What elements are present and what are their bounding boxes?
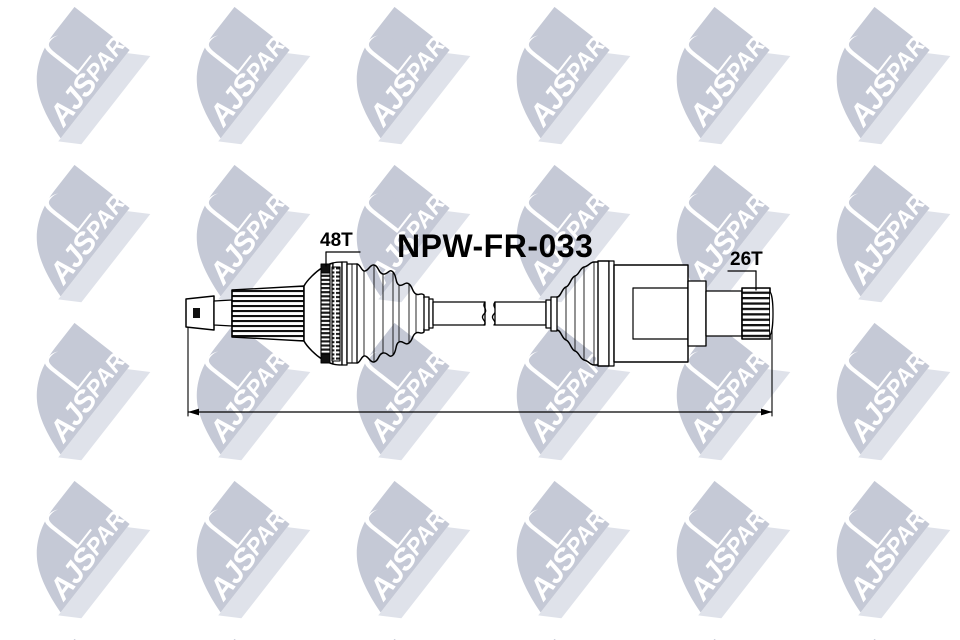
abs-tone-ring (320, 263, 341, 364)
boot-clamp-shaft-inner (545, 296, 558, 332)
inner-stub-shaft (705, 290, 743, 337)
spline-teeth-label: 26T (730, 249, 763, 270)
inner-tripod-housing (597, 260, 707, 367)
intermediate-shaft-left (432, 301, 486, 326)
spline-count-leader-line (727, 270, 757, 291)
outer-stub-shaft (185, 295, 233, 331)
tone-ring-leader-line (325, 251, 361, 267)
shaft-break-symbol (481, 301, 497, 326)
intermediate-shaft-right (494, 301, 547, 326)
boot-clamp-shaft-outer (423, 296, 434, 331)
part-number-label: NPW-FR-033 (397, 228, 594, 264)
outer-spline-section (231, 285, 305, 342)
boot-clamp-outer (341, 261, 358, 366)
outer-boot (356, 263, 425, 364)
tone-ring-teeth-label: 48T (320, 230, 353, 251)
inner-boot (556, 261, 599, 366)
inner-spline-section (741, 287, 774, 340)
